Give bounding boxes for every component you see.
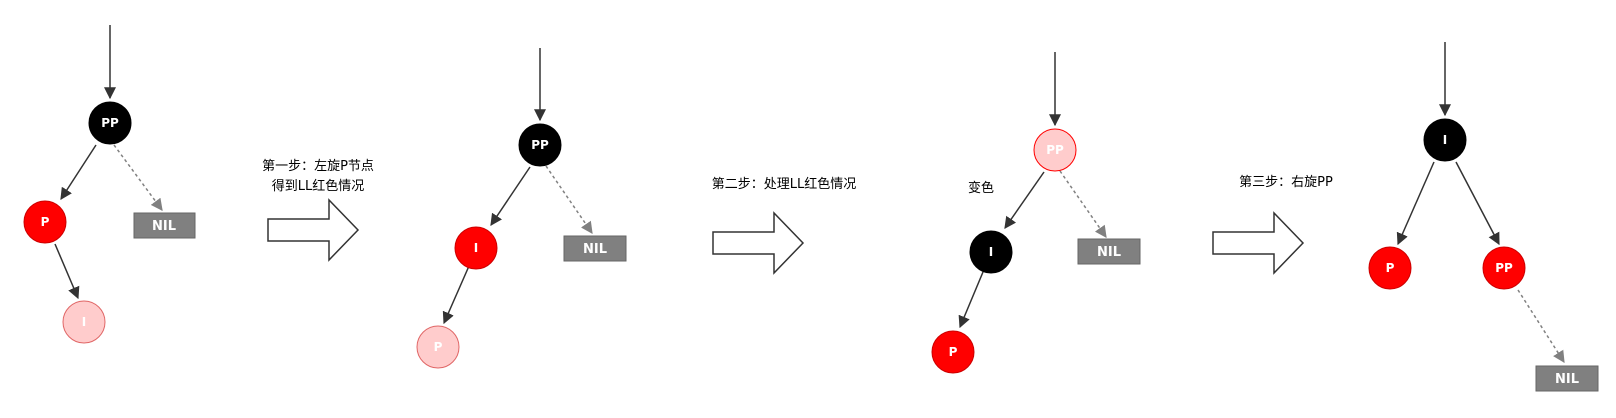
nil-box — [133, 212, 196, 239]
node-p — [1368, 246, 1412, 290]
step-2: 第二步：处理LL红色情况 — [712, 176, 857, 275]
node-pp-label: PP — [1046, 143, 1064, 157]
node-p — [416, 325, 460, 369]
nil-box — [563, 235, 627, 262]
node-pp — [1033, 128, 1077, 172]
step-3: 第三步：右旋PP — [1212, 175, 1333, 275]
step-1-label-line1: 第一步：左旋P节点 — [262, 159, 374, 174]
step-1-arrow-icon — [267, 198, 360, 262]
node-p-label: P — [434, 340, 443, 354]
node-i — [1423, 118, 1467, 162]
node-p — [931, 330, 975, 374]
step-1-label-line2: 得到LL红色情况 — [272, 178, 365, 194]
recolor-note: 变色 — [968, 180, 994, 196]
node-i-label: I — [989, 245, 993, 259]
node-i — [62, 300, 106, 344]
edge-pp-nil — [1059, 170, 1107, 238]
nil-label: NIL — [1555, 372, 1579, 387]
nil-box — [1535, 365, 1599, 392]
tree-4: I P PP NIL — [1368, 42, 1599, 392]
edge-p-i — [54, 243, 80, 300]
edge-pp-p — [60, 144, 97, 201]
node-pp-label: PP — [1495, 261, 1513, 275]
node-i — [969, 230, 1013, 274]
step-3-arrow-icon — [1212, 211, 1305, 275]
step-1: 第一步：左旋P节点 得到LL红色情况 — [262, 159, 374, 262]
nil-label: NIL — [1097, 245, 1121, 260]
edge-i-pp — [1455, 161, 1500, 246]
edge-pp-nil — [545, 165, 593, 234]
node-p-label: P — [949, 345, 958, 359]
tree-3: PP 变色 I P NIL — [931, 52, 1141, 374]
edge-pp-nil — [113, 144, 163, 211]
nil-label: NIL — [152, 219, 176, 234]
node-p-label: P — [41, 215, 50, 229]
node-p-label: P — [1386, 261, 1395, 275]
node-i-label: I — [82, 315, 86, 329]
node-pp-label: PP — [531, 138, 549, 152]
nil-box — [1077, 238, 1141, 265]
nil-label: NIL — [583, 242, 607, 257]
edge-i-p — [1396, 161, 1435, 246]
node-i-label: I — [1443, 133, 1447, 147]
edge-pp-i — [490, 166, 531, 226]
step-2-arrow-icon — [712, 211, 805, 275]
edge-pp-nil — [1517, 289, 1565, 364]
node-pp-label: PP — [101, 116, 119, 130]
edge-i-p — [958, 271, 984, 329]
edge-pp-i — [1004, 171, 1045, 229]
node-pp — [1482, 246, 1526, 290]
tree-2: PP I P NIL — [416, 48, 627, 369]
edge-i-p — [442, 265, 470, 325]
node-pp — [88, 101, 132, 145]
step-2-label: 第二步：处理LL红色情况 — [712, 176, 857, 192]
node-i — [454, 226, 498, 270]
step-3-label: 第三步：右旋PP — [1239, 175, 1333, 190]
node-i-label: I — [474, 241, 478, 255]
node-p — [23, 200, 67, 244]
tree-1: PP P I NIL — [23, 25, 196, 344]
node-pp — [518, 123, 562, 167]
